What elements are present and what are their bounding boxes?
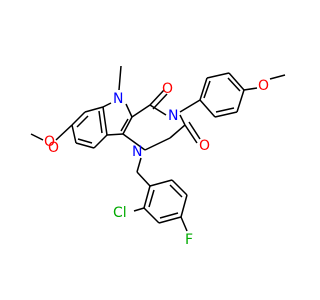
bonds	[30, 65, 286, 232]
bond	[76, 115, 89, 128]
bond	[143, 207, 160, 224]
bond	[188, 121, 201, 140]
atom-label: N	[113, 91, 123, 107]
bond	[203, 80, 211, 99]
atom-label: O	[199, 138, 210, 154]
bond	[133, 207, 145, 212]
bond	[84, 106, 104, 113]
bond	[228, 72, 245, 91]
atom-label: O	[44, 134, 55, 150]
molecule-structure: N O N O O O N O Cl F	[30, 65, 286, 248]
bond	[106, 133, 124, 136]
bond	[171, 179, 188, 196]
bond	[199, 77, 208, 101]
bond	[71, 124, 77, 144]
atom-label: N	[168, 108, 178, 124]
bond	[184, 124, 198, 144]
atom-label: N	[132, 144, 142, 160]
bond	[215, 107, 235, 113]
bond	[143, 185, 151, 209]
atom-label: O	[258, 78, 269, 94]
bond	[180, 216, 188, 232]
atom-label: O	[162, 81, 173, 97]
bond	[136, 171, 151, 187]
bond	[227, 77, 241, 92]
bond	[122, 133, 146, 151]
atom-label: O	[48, 140, 59, 156]
molecule-canvas: N O N O O O N O Cl F	[30, 65, 286, 248]
bond	[77, 138, 93, 144]
bond	[125, 103, 133, 118]
bond	[122, 116, 133, 135]
bond	[102, 102, 112, 108]
bond	[71, 111, 86, 126]
bond	[75, 142, 95, 149]
bond	[236, 89, 245, 113]
bond	[149, 104, 167, 116]
bond	[118, 65, 122, 91]
atom-labels: N O N O O O N O Cl F	[44, 78, 269, 248]
bond	[269, 74, 286, 80]
bond	[149, 179, 173, 187]
bond	[149, 89, 165, 106]
bond	[93, 134, 108, 149]
bond	[180, 194, 188, 218]
atom-label: F	[185, 232, 193, 248]
bond	[159, 212, 179, 219]
bond	[179, 99, 201, 113]
bond	[158, 216, 182, 224]
bond	[148, 189, 155, 208]
bond	[199, 99, 216, 118]
bond	[136, 157, 142, 173]
bond	[30, 133, 44, 141]
bond	[179, 114, 186, 126]
bond	[169, 124, 186, 139]
bond	[131, 104, 151, 118]
bond	[169, 184, 183, 198]
atom-label: Cl	[113, 205, 127, 221]
bond	[102, 106, 108, 136]
bond	[152, 93, 168, 110]
bond	[214, 111, 238, 118]
bond	[120, 118, 129, 132]
bond	[206, 72, 230, 79]
bond	[98, 110, 103, 134]
bond	[55, 124, 73, 141]
bond	[243, 87, 258, 91]
bond	[144, 137, 171, 151]
